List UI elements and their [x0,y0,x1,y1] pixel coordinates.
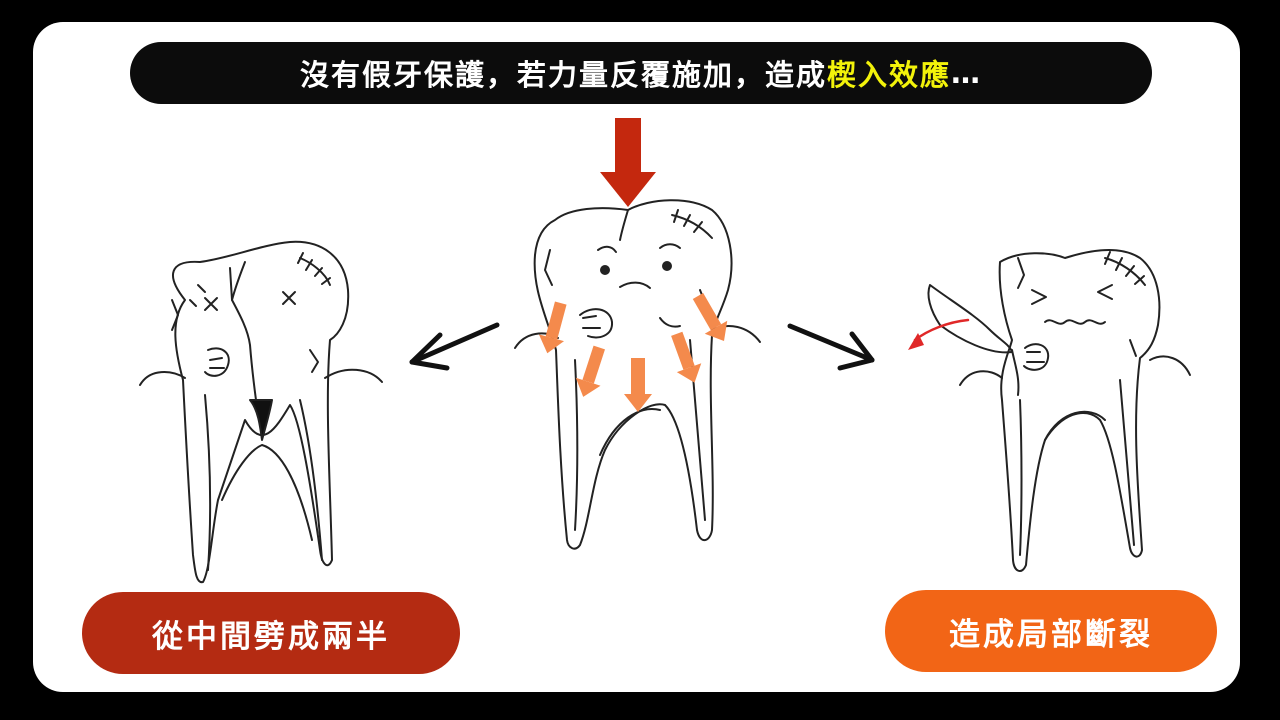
left-tooth-split [139,240,383,584]
center-tooth-stressed [514,199,761,550]
label-partial-fracture: 造成局部斷裂 [885,590,1217,672]
headline-ellipsis: … [951,56,983,90]
headline-highlight: 楔入效應 [827,58,952,92]
label-split-in-half: 從中間劈成兩半 [82,592,460,674]
left-direction-arrow [409,322,500,371]
right-direction-arrow [787,323,875,371]
right-tooth-fractured [927,249,1191,572]
force-arrow [600,118,656,207]
headline-text: 沒有假牙保護，若力量反覆施加，造成 [299,58,827,92]
headline-banner: 沒有假牙保護，若力量反覆施加，造成楔入效應… [130,42,1152,104]
stress-arrows [538,293,728,412]
fracture-direction-arrow [908,318,970,350]
